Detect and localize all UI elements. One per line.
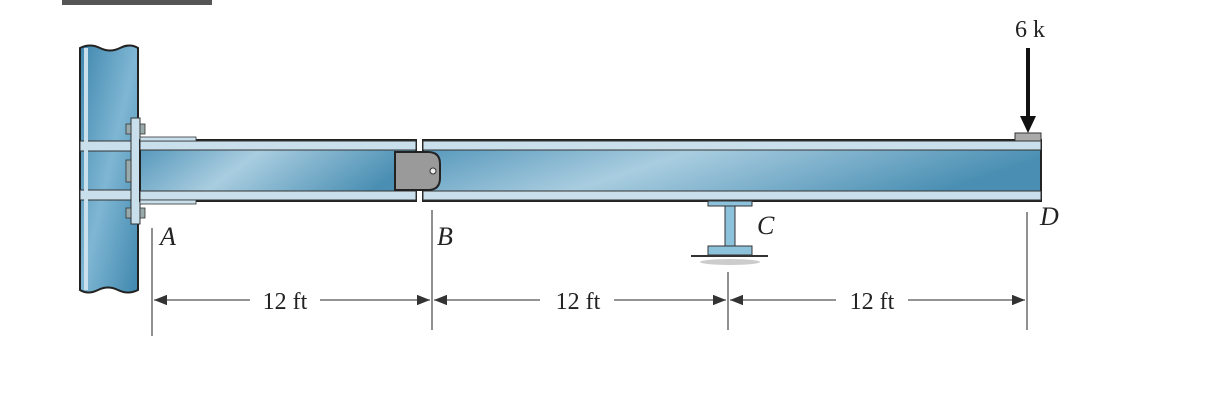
label-a: A — [158, 222, 176, 251]
support-column — [79, 44, 161, 294]
dimension-bc: 12 ft — [556, 289, 601, 315]
dimension-ab: 12 ft — [263, 289, 308, 315]
label-c: C — [757, 211, 775, 240]
dimension-cd: 12 ft — [850, 289, 895, 315]
label-d: D — [1039, 202, 1059, 231]
label-b: B — [437, 222, 453, 251]
load-6k: 6 k — [1014, 17, 1045, 142]
beam-segment-bd — [422, 139, 1042, 202]
hinge-b — [394, 151, 441, 191]
support-c — [691, 200, 768, 265]
clipped-title-remnant — [62, 0, 212, 5]
beam-segment-ab — [139, 136, 417, 205]
load-label: 6 k — [1015, 17, 1045, 43]
dimension-lines — [151, 210, 1028, 336]
